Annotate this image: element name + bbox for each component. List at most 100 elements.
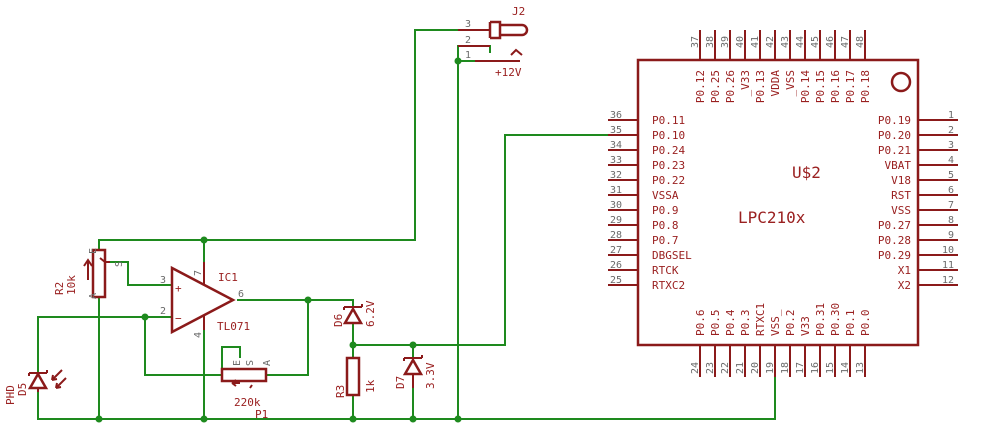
connector-j2: J2 3 2 1 +12V	[458, 5, 529, 79]
mcu-pin-18-number: 18	[780, 362, 791, 374]
potentiometer-p1: S E A 220k P1	[220, 360, 273, 421]
r2-value: 10k	[65, 275, 78, 295]
mcu-pin-3-label: P0.21	[878, 144, 911, 157]
mcu-pin-41-label: P0.13	[754, 70, 767, 103]
mcu-pin-11-label: X1	[898, 264, 911, 277]
r2-pin-s: S	[114, 261, 125, 267]
mcu-pin-40-number: 40	[735, 36, 746, 48]
d7-name: D7	[394, 376, 407, 389]
mcu-pin-32-label: P0.22	[652, 174, 685, 187]
zener-d7: D7 3.3V	[394, 355, 437, 389]
mcu-pin-15-number: 15	[825, 362, 836, 374]
mcu-pin-48-label: P0.18	[859, 70, 872, 103]
j2-pin-2: 2	[465, 35, 471, 46]
r3-value: 1k	[364, 379, 377, 393]
mcu-pin-21-number: 21	[735, 362, 746, 374]
mcu-pin-26-number: 26	[610, 260, 622, 271]
potentiometer-r2: E S A R2 10k	[53, 248, 125, 299]
j2-pin-1: 1	[465, 50, 471, 61]
d6-name: D6	[332, 314, 345, 327]
d5-value: PHD	[4, 385, 17, 405]
mcu-pin-37-number: 37	[690, 36, 701, 48]
mcu-pin-17-number: 17	[795, 362, 806, 374]
mcu-pin-19-number: 19	[765, 362, 776, 374]
photodiode-d5: PHD D5	[4, 369, 67, 405]
mcu-pin-45-label: P0.15	[814, 70, 827, 103]
mcu-pin-12-number: 12	[942, 275, 954, 286]
j2-supply-label: +12V	[495, 66, 522, 79]
p1-name: P1	[255, 408, 268, 421]
mcu-pin-31-label: VSSA	[652, 189, 679, 202]
p1-value: 220k	[234, 396, 261, 409]
opamp-name: IC1	[218, 271, 238, 284]
mcu-pin-13-number: 13	[855, 362, 866, 374]
mcu-pin-41-number: 41	[750, 36, 761, 48]
mcu-pin-27-label: DBGSEL	[652, 249, 692, 262]
mcu-pin-30-number: 30	[610, 200, 622, 211]
opamp-pin-6: 6	[238, 289, 244, 300]
mcu-pin-24-number: 24	[690, 362, 701, 374]
mcu-pin-23-label: P0.5	[709, 310, 722, 337]
mcu-pin-43-number: 43	[780, 36, 791, 48]
mcu-pin-36-number: 36	[610, 110, 622, 121]
mcu-pin-1-label: P0.19	[878, 114, 911, 127]
mcu-pin-2-number: 2	[948, 125, 954, 136]
r3-name: R3	[334, 385, 347, 398]
opamp-pin-3: 3	[160, 275, 166, 286]
mcu-pin-10-label: P0.29	[878, 249, 911, 262]
mcu-top-pins: 37P0.1238P0.2539P0.2640_V3341P0.1342VDDA…	[690, 30, 872, 103]
mcu-pin-14-label: P0.1	[844, 310, 857, 337]
mcu-pin-28-number: 28	[610, 230, 622, 241]
mcu-pin-29-label: P0.8	[652, 219, 679, 232]
mcu-pin-43-label: _VSS	[784, 70, 797, 97]
mcu-pin-25-label: RTXC2	[652, 279, 685, 292]
mcu-pin-45-number: 45	[810, 36, 821, 48]
mcu-pin-16-number: 16	[810, 362, 821, 374]
mcu-pin-34-number: 34	[610, 140, 622, 151]
mcu-pin-44-label: P0.14	[799, 70, 812, 103]
mcu-pin-8-number: 8	[948, 215, 954, 226]
mcu-pin-48-number: 48	[855, 36, 866, 48]
mcu-bottom-pins: 24P0.623P0.522P0.421P0.320RTXC119VSS_18P…	[690, 303, 872, 377]
mcu-pin-19-label: VSS_	[769, 309, 782, 336]
mcu-pin-40-label: _V33	[739, 70, 752, 97]
mcu-pin-44-number: 44	[795, 36, 806, 48]
opamp-plus-sign: +	[175, 282, 182, 295]
junctions	[95, 57, 462, 423]
mcu-pin-28-label: P0.7	[652, 234, 679, 247]
mcu-pin-32-number: 32	[610, 170, 622, 181]
mcu-pin-5-number: 5	[948, 170, 954, 181]
mcu-pin-35-number: 35	[610, 125, 622, 136]
mcu-pin-15-label: P0.30	[829, 303, 842, 336]
mcu-name: U$2	[792, 163, 821, 182]
d6-value: 6.2V	[364, 300, 377, 327]
d5-name: D5	[16, 383, 29, 396]
mcu-pin-13-label: P0.0	[859, 310, 872, 337]
mcu-pin-30-label: P0.9	[652, 204, 679, 217]
opamp-ic1: + − 3 2 6 7 4 IC1 TL071	[160, 262, 250, 338]
d7-value: 3.3V	[424, 362, 437, 389]
mcu-pin-2-label: P0.20	[878, 129, 911, 142]
resistor-r3: R3 1k	[334, 356, 377, 398]
p1-pin-e: E	[232, 360, 243, 366]
mcu-pin-20-label: RTXC1	[754, 303, 767, 336]
mcu-pin-8-label: P0.27	[878, 219, 911, 232]
mcu-pin-4-label: VBAT	[885, 159, 912, 172]
mcu-pin-6-number: 6	[948, 185, 954, 196]
mcu-pin-42-number: 42	[765, 36, 776, 48]
wires	[37, 29, 776, 420]
mcu-pin-22-number: 22	[720, 362, 731, 374]
mcu-pin-18-label: P0.2	[784, 310, 797, 337]
mcu-pin-6-label: RST	[891, 189, 911, 202]
opamp-value: TL071	[217, 320, 250, 333]
mcu-pin-11-number: 11	[942, 260, 954, 271]
mcu-pin-39-number: 39	[720, 36, 731, 48]
opamp-pin-7: 7	[193, 270, 204, 276]
mcu-pin-47-label: P0.17	[844, 70, 857, 103]
p1-pin-s: S	[243, 360, 254, 366]
opamp-pin-2: 2	[160, 306, 166, 317]
mcu-pin-24-label: P0.6	[694, 310, 707, 337]
